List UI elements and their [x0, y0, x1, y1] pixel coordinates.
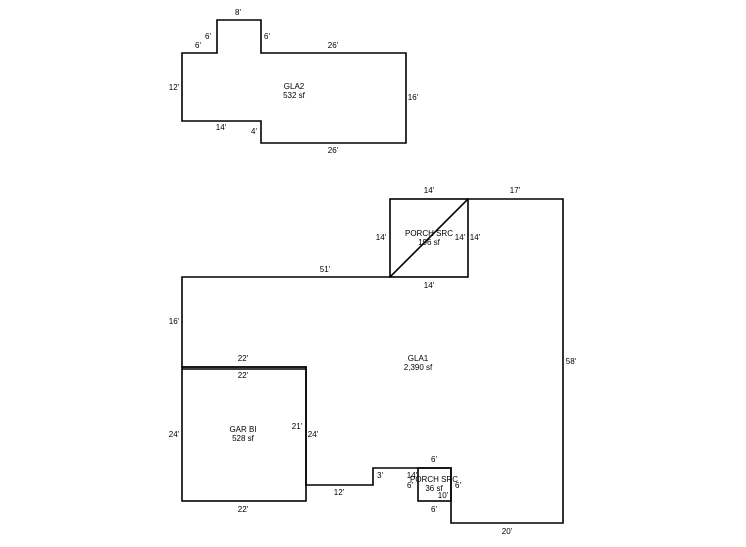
gla1-dim-step-top: 14'	[407, 471, 418, 480]
porch-lower-dim-bottom: 6'	[431, 505, 437, 514]
porch-upper-dim-bottom: 14'	[424, 281, 435, 290]
porch-lower-area: 36 sf	[425, 484, 443, 493]
garage-dim-bottom: 22'	[238, 505, 249, 514]
garage-dim-right-outer: 24'	[308, 430, 319, 439]
gla1-dim-bottom-mid: 12'	[334, 488, 345, 497]
garage-area: 528 sf	[232, 434, 255, 443]
porch-lower-dim-left: 6'	[407, 481, 413, 490]
porch-upper-area: 196 sf	[418, 238, 441, 247]
gla2-dim-right: 16'	[408, 93, 419, 102]
gla2-dim-top-right: 26'	[328, 41, 339, 50]
garage-outline	[181, 366, 307, 502]
gla1-area: 2,390 sf	[404, 363, 433, 372]
gla1-dim-top-left: 51'	[320, 265, 331, 274]
gla1-dim-top-right: 17'	[510, 186, 521, 195]
porch-upper-dim-right-outer: 14'	[470, 233, 481, 242]
gla2-dim-notch-right: 6'	[264, 32, 270, 41]
porch-upper-dim-right-inner: 14'	[455, 233, 466, 242]
porch-upper-name: PORCH SRC	[405, 229, 453, 238]
garage-dim-top-outer: 22'	[238, 354, 249, 363]
gla2-dim-top-notch: 8'	[235, 8, 241, 17]
garage-dim-left: 24'	[169, 430, 180, 439]
gla1-dim-step: 3'	[377, 471, 383, 480]
gla2-dim-left-step: 6'	[195, 41, 201, 50]
gla2-dim-bottom-right: 26'	[328, 146, 339, 155]
porch-upper-outline	[389, 198, 469, 278]
gla1-dim-left-upper: 16'	[169, 317, 180, 326]
garage-dim-right-inner: 21'	[292, 422, 303, 431]
gla2-dim-left: 12'	[169, 83, 180, 92]
gla2-outline	[181, 19, 407, 144]
gla1-outline	[181, 198, 564, 524]
porch-upper-dim-top: 14'	[424, 186, 435, 195]
gla2-dim-notch-left: 6'	[205, 32, 211, 41]
porch-lower-dim-bottom-inner: 10'	[438, 491, 449, 500]
gla2-dim-bottom-left: 14'	[216, 123, 227, 132]
gla1-dim-bottom-right: 20'	[502, 527, 513, 536]
gla1-name: GLA1	[408, 354, 429, 363]
gla1-dim-right: 58'	[566, 357, 577, 366]
gla2-name: GLA2	[284, 82, 305, 91]
porch-lower-outline	[417, 467, 452, 502]
garage-name: GAR BI	[229, 425, 256, 434]
porch-upper-dim-left: 14'	[376, 233, 387, 242]
porch-lower-dim-top: 6'	[431, 455, 437, 464]
gla2-area: 532 sf	[283, 91, 306, 100]
garage-dim-top-inner: 22'	[238, 371, 249, 380]
porch-lower-dim-right: 6'	[455, 481, 461, 490]
gla2-dim-bottom-step: 4'	[251, 127, 257, 136]
porch-lower-name: PORCH SRC	[410, 475, 458, 484]
